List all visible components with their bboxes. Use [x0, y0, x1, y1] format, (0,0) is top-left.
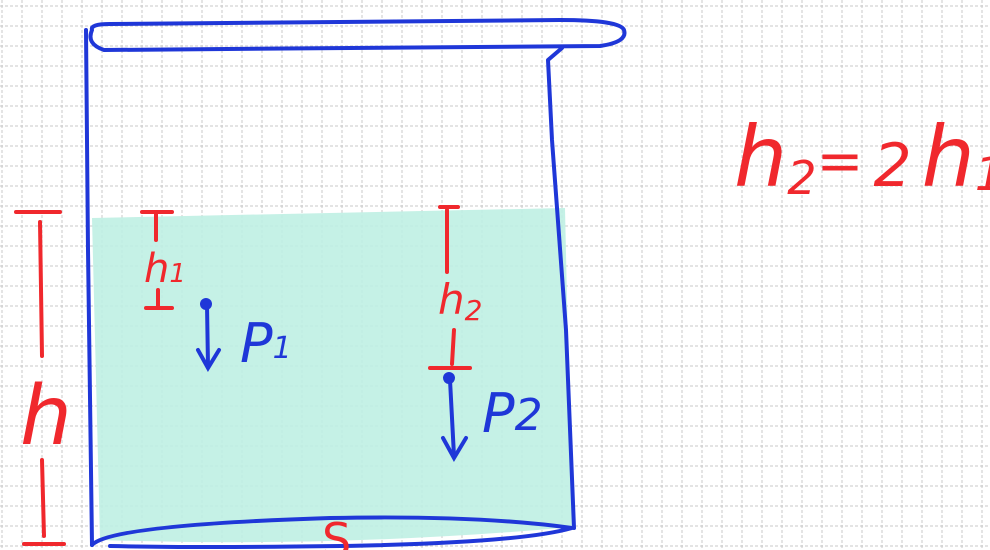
pressure-1-subscript: 1: [273, 331, 292, 366]
beaker-bottom: [90, 515, 574, 549]
pressure-1-shaft: [205, 303, 210, 368]
total-height-lower-bar: [40, 458, 46, 538]
pressure-2-arrowhead: [441, 436, 468, 463]
depth-2-marker: [428, 205, 472, 370]
pressure-1-arrowhead: [196, 348, 221, 372]
total-height-marker: [14, 210, 66, 546]
depth-2-label: h2: [438, 275, 482, 327]
pressure-1-letter: P: [240, 312, 273, 375]
liquid-fill: [92, 208, 572, 543]
depth-2-lower-bar: [450, 328, 456, 366]
equation: h2=2h1: [734, 108, 990, 206]
total-height-label: h: [20, 369, 72, 464]
beaker-left-wall: [84, 28, 94, 547]
depth-1-marker: [140, 210, 174, 310]
pressure-1-label: P1: [240, 312, 292, 375]
pressure-2-letter: P: [482, 382, 515, 445]
equation-rhs: h: [922, 108, 975, 206]
equation-rhs-subscript: 1: [975, 147, 990, 201]
pressure-2-subscript: 2: [515, 390, 543, 441]
depth-1-letter: h: [144, 246, 169, 292]
equation-lhs-subscript: 2: [787, 151, 816, 205]
total-height-upper-bar: [38, 220, 44, 358]
depth-1-subscript: 1: [169, 259, 186, 289]
beaker: [84, 18, 627, 549]
pressure-2-label: P2: [482, 382, 543, 445]
equation-equals: =: [817, 129, 864, 194]
depth-2-letter: h: [438, 275, 465, 324]
pressure-2-arrow: [441, 378, 468, 463]
pressure-2-point: [443, 372, 455, 384]
equation-coefficient: 2: [873, 131, 911, 201]
pressure-1-point: [200, 298, 212, 310]
beaker-right-wall: [546, 46, 576, 530]
pressure-1-arrow: [196, 303, 221, 372]
base-area-label: S: [322, 513, 351, 550]
equation-lhs: h: [734, 108, 787, 206]
pressure-2-shaft: [448, 378, 456, 458]
depth-1-label: h1: [144, 246, 186, 292]
depth-2-subscript: 2: [465, 294, 483, 327]
equation-text: h2=2h1: [734, 108, 990, 206]
beaker-rim: [88, 18, 627, 52]
